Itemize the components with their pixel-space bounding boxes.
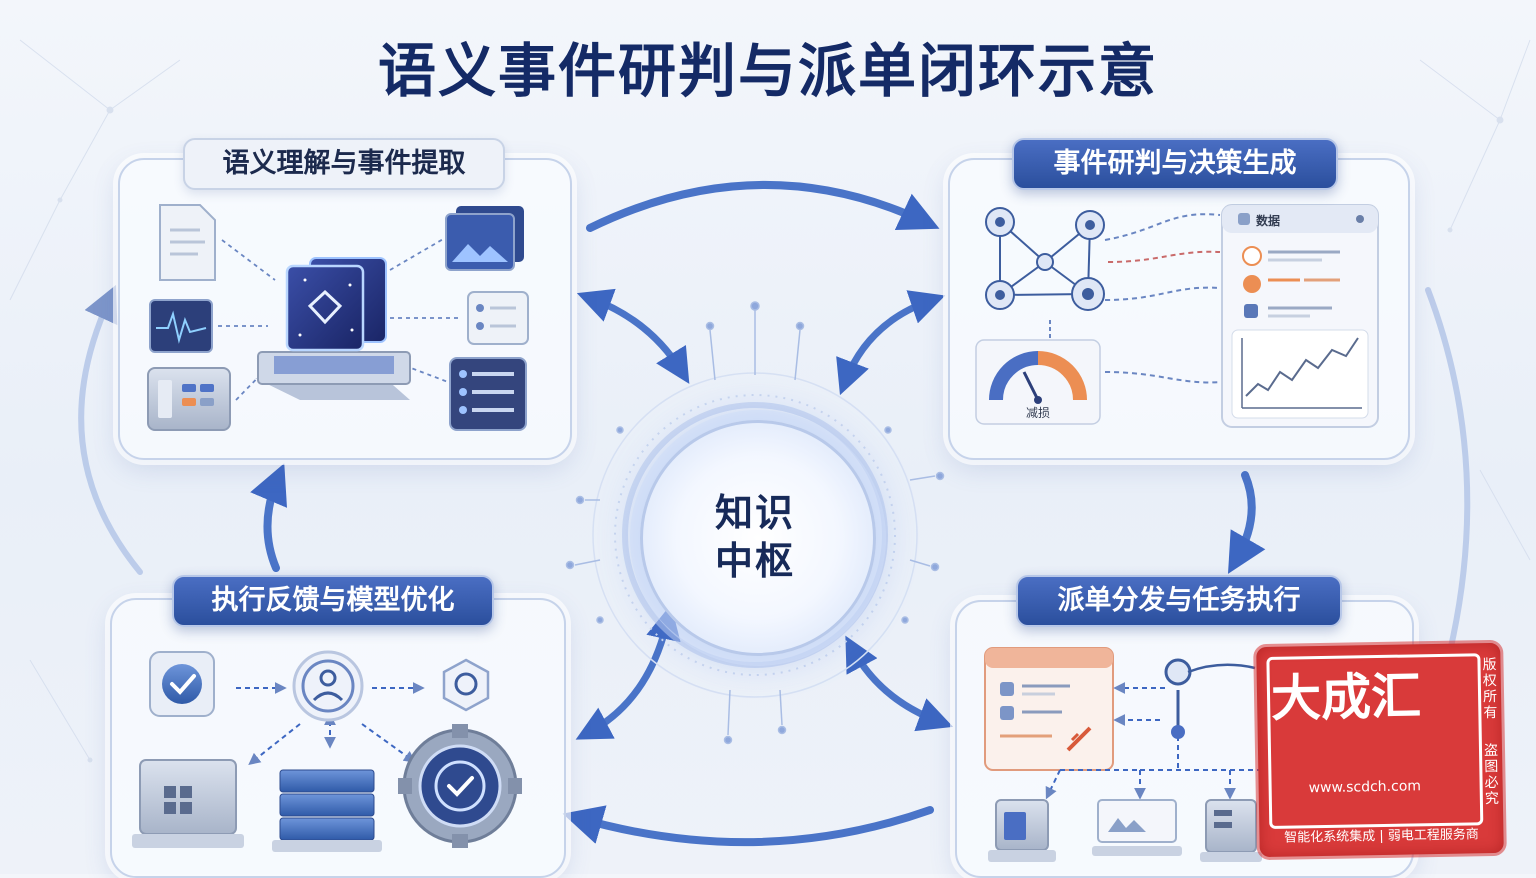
arrow-right-down	[1228, 471, 1266, 574]
hub-label-line2: 中枢	[714, 539, 795, 583]
arrow-left-up	[250, 463, 288, 572]
panel-judgment	[948, 158, 1410, 460]
watermark-stamp: 大成汇 www.scdch.com 智能化系统集成 | 弱电工程服务商 版权所有…	[1256, 642, 1504, 858]
gauge-caption: 减损	[1026, 406, 1051, 420]
outer-arc-left	[78, 284, 143, 575]
panel-feedback	[110, 598, 566, 878]
stamp-url: www.scdch.com	[1308, 778, 1422, 797]
arrow-hub-topright	[836, 290, 946, 396]
arrow-bottom	[562, 805, 934, 847]
stage-label-judgment: 事件研判与决策生成	[1012, 138, 1338, 190]
outer-arc-right	[1425, 287, 1471, 693]
arrow-hub-topleft	[576, 288, 690, 384]
stamp-brand: 大成汇	[1270, 667, 1422, 728]
arrow-hub-bottomright	[845, 635, 954, 732]
hub-label-line1: 知识	[714, 491, 795, 535]
loop-arrows	[250, 180, 1266, 847]
arrow-hub-bottomleft	[575, 604, 681, 740]
stage-label-dispatch: 派单分发与任务执行	[1016, 575, 1342, 627]
hub-radial-lines	[565, 301, 945, 745]
panel-understanding	[118, 158, 572, 460]
stage-label-feedback: 执行反馈与模型优化	[172, 575, 494, 627]
stage-label-understanding: 语义理解与事件提取	[183, 138, 505, 190]
stamp-warning: 盗图必究	[1483, 742, 1500, 808]
knowledge-hub	[640, 420, 876, 656]
stamp-tagline: 智能化系统集成 | 弱电工程服务商	[1284, 827, 1479, 846]
page-title: 语义事件研判与派单闭环示意	[377, 37, 1158, 105]
background-network	[9, 39, 1531, 763]
stamp-copyright: 版权所有	[1482, 656, 1498, 722]
arrow-top	[586, 180, 940, 232]
data-card-title: 数据	[1256, 214, 1281, 228]
